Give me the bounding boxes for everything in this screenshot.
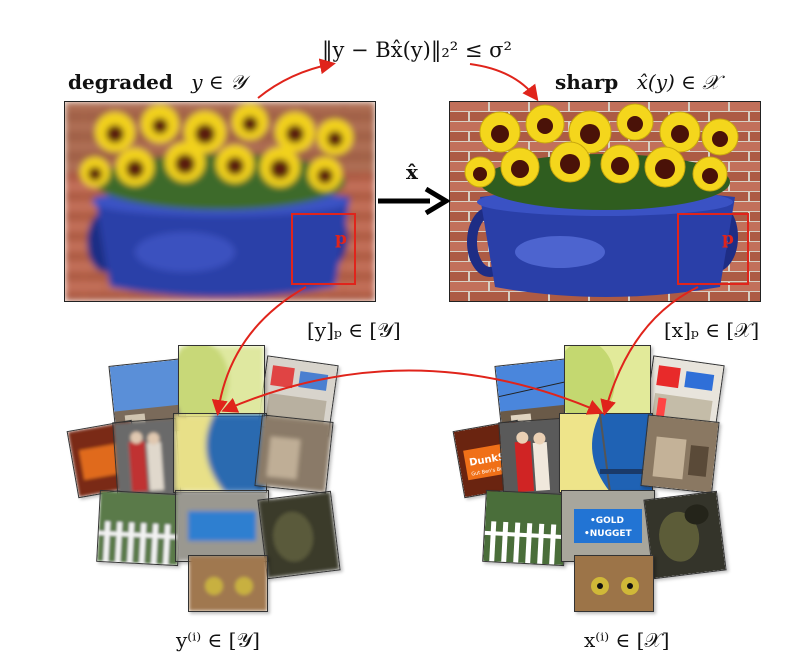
patch-lime-right: [564, 345, 651, 417]
patch-cat-left: [188, 555, 268, 612]
map-label: x̂: [406, 160, 418, 184]
equation-label: ‖y − Bx̂(y)‖₂² ≤ σ²: [322, 38, 512, 62]
sharp-title: sharp x̂(y) ∈ 𝒳: [555, 70, 720, 94]
patch-people-left: [112, 417, 182, 505]
degraded-patch-label: [y]ₚ ∈ [𝒴]: [307, 318, 401, 342]
patch-bluesign-left: [175, 490, 269, 562]
sharp-patch-box: [677, 213, 749, 285]
patch-camo-right: [643, 490, 727, 580]
patch-lime-left: [178, 345, 265, 417]
sharp-image-art: [450, 102, 760, 301]
degraded-collection-label: y⁽ⁱ⁾ ∈ [𝒴]: [176, 628, 260, 652]
degraded-title: degraded y ∈ 𝒴: [68, 70, 246, 94]
degraded-patch-tag: p: [335, 229, 347, 249]
patch-fence-left: [96, 489, 182, 567]
patch-center-right: [559, 413, 653, 493]
sharp-collection-label: x⁽ⁱ⁾ ∈ [𝒳]: [584, 628, 670, 652]
degraded-image-art: [65, 102, 375, 301]
sharp-patch-label: [x]ₚ ∈ [𝒳]: [664, 318, 760, 342]
patch-room-left: [254, 414, 334, 494]
degraded-image: [64, 101, 376, 302]
sharp-patch-tag: p: [722, 229, 734, 249]
patch-room-right: [640, 414, 720, 494]
sharp-math: x̂(y) ∈ 𝒳: [636, 70, 720, 94]
patch-center-left: [173, 413, 267, 493]
degraded-patch-box: [291, 213, 356, 285]
arrow-equation-to-sharp: [469, 63, 539, 102]
patch-camo-left: [257, 490, 341, 580]
sharp-word: sharp: [555, 70, 619, 94]
degraded-math: y ∈ 𝒴: [191, 70, 246, 94]
degraded-word: degraded: [68, 70, 173, 94]
gold-text: •GOLD: [590, 516, 624, 526]
arrow-degraded-to-equation: [257, 58, 336, 99]
patch-cat-right: [574, 555, 654, 612]
patch-fence-right: [482, 489, 568, 567]
patch-bluesign-right: •GOLD •NUGGET: [561, 490, 655, 562]
patch-people-right: [498, 417, 568, 505]
nugget-text: •NUGGET: [584, 529, 633, 539]
sharp-image: [449, 101, 761, 302]
